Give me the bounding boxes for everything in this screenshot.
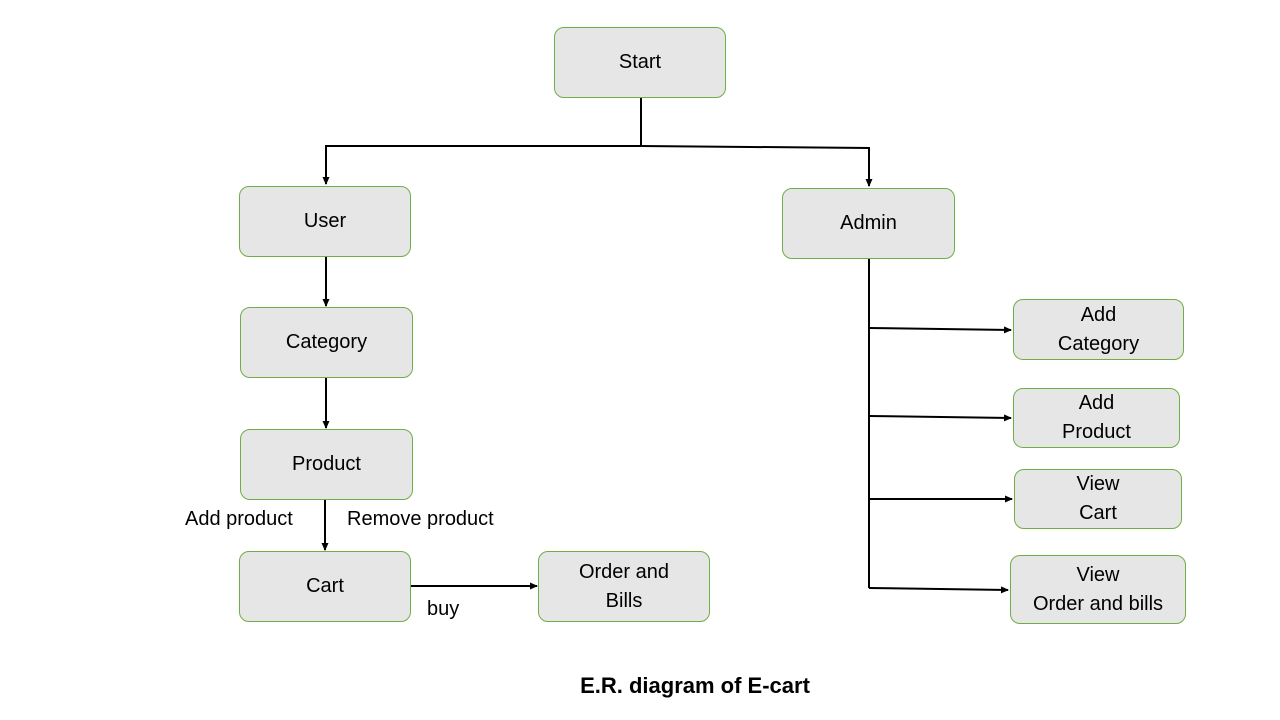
node-category: Category <box>240 307 413 378</box>
edge-label-buy: buy <box>427 598 460 620</box>
node-view-order-and-bills: View Order and bills <box>1010 555 1186 624</box>
connector-admin-to-view-order <box>868 586 1009 594</box>
node-add-product: Add Product <box>1013 388 1180 448</box>
node-start: Start <box>554 27 726 98</box>
node-add-category-label: Add Category <box>1057 303 1140 355</box>
node-cart-label: Cart <box>306 575 344 597</box>
node-product-label: Product <box>292 453 361 475</box>
node-view-cart: View Cart <box>1014 469 1182 529</box>
node-user-label: User <box>303 210 347 232</box>
connector-admin-to-add-category <box>868 326 1012 334</box>
node-admin-label: Admin <box>840 212 897 234</box>
edge-label-remove-product: Remove product <box>347 508 494 530</box>
node-admin: Admin <box>782 188 955 259</box>
node-category-label: Category <box>285 331 368 353</box>
node-add-product-label: Add Product <box>1062 392 1131 443</box>
node-view-cart-label: View Cart <box>1076 473 1120 524</box>
node-add-category: Add Category <box>1013 299 1184 360</box>
node-order-and-bills-label: Order and Bills <box>578 560 670 612</box>
node-order-and-bills: Order and Bills <box>538 551 710 622</box>
edge-label-add-product: Add product <box>185 508 293 530</box>
node-product: Product <box>240 429 413 500</box>
node-start-label: Start <box>618 51 662 73</box>
connector-start-to-admin <box>640 145 873 187</box>
diagram-caption: E.R. diagram of E-cart <box>580 673 810 698</box>
node-user: User <box>239 186 411 257</box>
connector-admin-to-add-product <box>868 414 1012 422</box>
node-cart: Cart <box>239 551 411 622</box>
node-view-order-and-bills-label: View Order and bills <box>1032 563 1164 615</box>
connector-start-to-user <box>322 145 641 185</box>
